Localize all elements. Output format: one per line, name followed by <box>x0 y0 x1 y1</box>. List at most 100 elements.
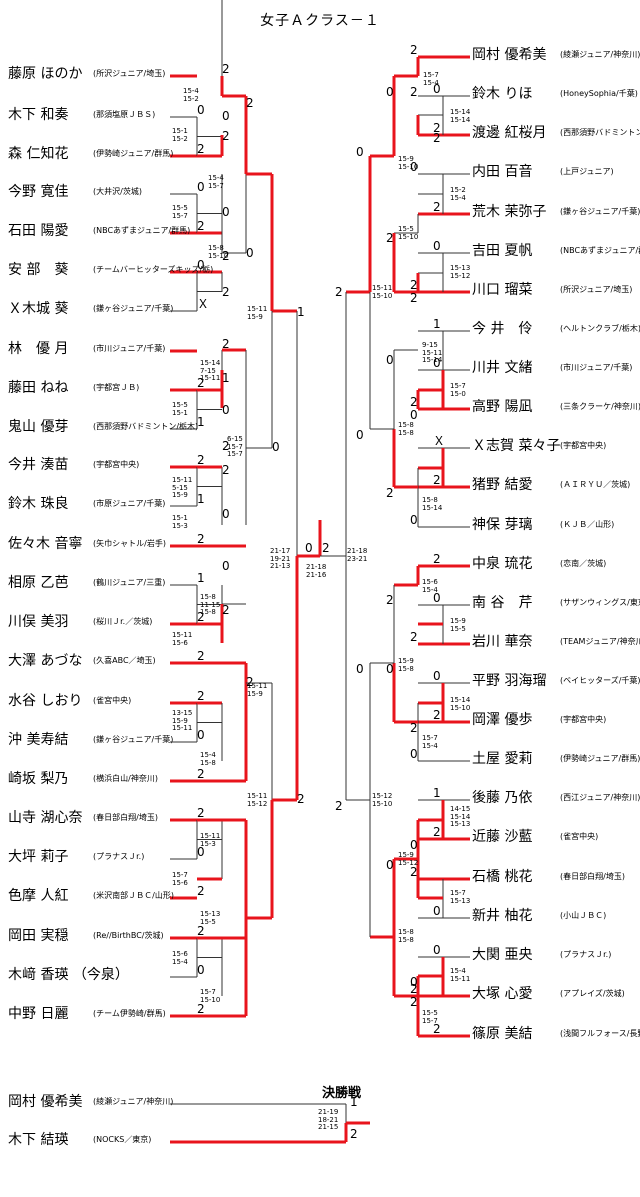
right-round2-result: 0 <box>356 428 364 442</box>
right-player-name: Ｘ志賀 菜々子 <box>472 438 561 454</box>
left-round2-result: 2 <box>222 285 230 299</box>
right-player-club: (恋南／茨城) <box>560 559 607 568</box>
left-match-score: 15-8 15-10 <box>208 244 229 260</box>
right-player-club: (ヘルトンクラブ/栃木) <box>560 324 640 333</box>
final-player-name: 岡村 優希美 <box>8 1094 83 1110</box>
right-match-score: 15-14 15-14 <box>450 108 471 124</box>
right-entry-result: 0 <box>433 82 441 96</box>
right-entry-result: 0 <box>433 943 441 957</box>
left-player-name: 水谷 しおり <box>8 693 83 709</box>
left-player-name: 佐々木 音寧 <box>8 536 83 552</box>
left-player-name: 相原 乙芭 <box>8 575 69 591</box>
left-player-club: (市原ジュニア/千葉) <box>93 499 166 508</box>
left-player-name: 大坪 莉子 <box>8 849 69 865</box>
left-round2-result: 0 <box>222 205 230 219</box>
right-player-club: (西江ジュニア/神奈川) <box>560 793 640 802</box>
left-match-score: 15-11 15-9 <box>247 305 268 321</box>
left-entry-result: 2 <box>197 142 205 156</box>
left-entry-result: 2 <box>197 219 205 233</box>
right-player-name: 今 井 伶 <box>472 321 533 337</box>
left-entry-result: 1 <box>197 492 205 506</box>
right-round3-result: 2 <box>335 799 343 813</box>
left-entry-result: Ｘ <box>197 297 210 311</box>
right-player-name: 篠原 美結 <box>472 1026 533 1042</box>
right-player-name: 岡村 優希美 <box>472 47 547 63</box>
right-entry-result: 2 <box>433 708 441 722</box>
left-round2-result: 2 <box>222 439 230 453</box>
left-player-name: 林 優 月 <box>8 341 69 357</box>
right-round2-result: 0 <box>410 408 418 422</box>
right-player-name: 土屋 愛莉 <box>472 751 533 767</box>
left-player-club: (チームバーヒッターズキッズ/栃) <box>93 265 214 274</box>
right-match-score: 15-14 15-10 <box>450 696 471 712</box>
right-player-name: 鈴木 りほ <box>472 86 533 102</box>
right-entry-result: 2 <box>410 865 418 879</box>
right-match-score: 15-7 15-13 <box>450 889 471 905</box>
left-player-club: (所沢ジュニア/埼玉) <box>93 69 166 78</box>
left-entry-result: 2 <box>197 689 205 703</box>
semi-result-left: 0 <box>305 541 313 555</box>
right-player-name: 荒木 茉弥子 <box>472 204 547 220</box>
left-player-name: 今井 湊苗 <box>8 457 69 473</box>
left-player-name: 色摩 人紅 <box>8 888 69 904</box>
right-match-score: 15-8 15-14 <box>422 496 443 512</box>
left-entry-result: 2 <box>197 924 205 938</box>
right-entry-result: 0 <box>433 239 441 253</box>
left-player-name: 川俣 美羽 <box>8 614 69 630</box>
right-entry-result: 2 <box>410 43 418 57</box>
left-round2-result: 0 <box>222 403 230 417</box>
right-entry-result: 2 <box>433 121 441 135</box>
left-player-club: (米沢南部ＪＢＣ/山形) <box>93 891 174 900</box>
right-player-club: (宇都宮中央) <box>560 441 607 450</box>
right-match-score: 15-13 15-12 <box>450 264 471 280</box>
left-player-club: (久喜ABC／埼玉) <box>93 656 156 665</box>
right-player-name: 岩川 華奈 <box>472 634 533 650</box>
left-entry-result: 2 <box>197 767 205 781</box>
left-entry-result: 0 <box>197 180 205 194</box>
left-entry-result: 2 <box>197 610 205 624</box>
left-player-club: (横浜白山/神奈川) <box>93 774 158 783</box>
right-round3-result: 2 <box>410 995 418 1009</box>
right-player-name: 渡邊 紅桜月 <box>472 125 547 141</box>
right-match-score: 15-7 15-4 <box>422 734 438 750</box>
right-entry-result: 0 <box>433 591 441 605</box>
left-player-club: (プラナスＪr.) <box>93 852 145 861</box>
left-round3-result: 0 <box>246 246 254 260</box>
left-round2-result: 2 <box>222 129 230 143</box>
left-match-score: 15-7 15-6 <box>172 871 188 887</box>
left-player-club: (Re//BirthBC/茨城) <box>93 931 164 940</box>
final-result-top: 1 <box>350 1095 358 1109</box>
right-player-club: (小山ＪＢＣ) <box>560 911 607 920</box>
right-match-score: 14-15 15-14 15-13 <box>450 805 471 828</box>
right-round4-result: 2 <box>335 285 343 299</box>
right-player-name: 大関 亜央 <box>472 947 533 963</box>
right-match-score: 15-9 15-5 <box>450 617 466 633</box>
right-entry-result: 2 <box>410 278 418 292</box>
left-entry-result: 0 <box>197 845 205 859</box>
left-match-score: 15-11 15-6 <box>172 631 193 647</box>
left-round3-result: 2 <box>246 675 254 689</box>
left-player-name: 山寺 湖心奈 <box>8 810 83 826</box>
right-round2-result: 2 <box>410 721 418 735</box>
right-entry-result: 2 <box>410 630 418 644</box>
left-entry-result: 1 <box>197 571 205 585</box>
left-entry-result: 2 <box>197 376 205 390</box>
left-player-name: 岡田 実穏 <box>8 928 69 944</box>
left-player-club: (春日部白翔/埼玉) <box>93 813 158 822</box>
right-match-score: 15-7 15-4 <box>423 71 439 87</box>
left-match-score: 15-5 15-1 <box>172 401 188 417</box>
right-player-name: 南 谷 芹 <box>472 595 533 611</box>
left-player-name: 藤田 ねね <box>8 380 69 396</box>
final-player-club: (NOCKS／東京) <box>93 1135 152 1144</box>
right-entry-result: 1 <box>433 786 441 800</box>
right-round2-result: 0 <box>386 85 394 99</box>
left-round4-result: 2 <box>297 792 305 806</box>
right-entry-result: Ｘ <box>433 434 446 448</box>
semi-score-left: 21-17 19-21 21-13 <box>270 547 291 570</box>
right-player-club: (鎌ヶ谷ジュニア/千葉) <box>560 207 640 216</box>
left-player-club: (市川ジュニア/千葉) <box>93 344 166 353</box>
right-player-name: 大塚 心愛 <box>472 986 533 1002</box>
right-player-club: (上戸ジュニア) <box>560 167 614 176</box>
left-player-club: (雀宮中央) <box>93 696 132 705</box>
